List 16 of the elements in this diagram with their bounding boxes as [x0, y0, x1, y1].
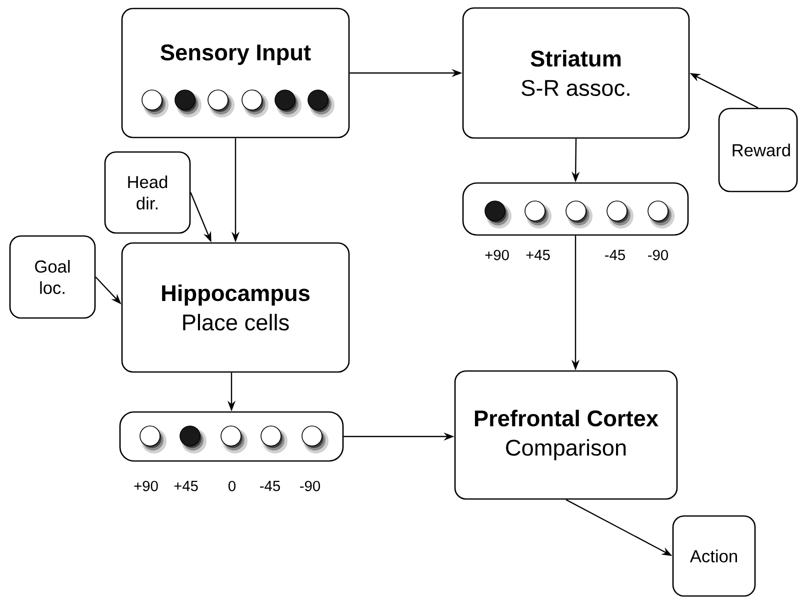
region-box: Hippocampus Place cells — [121, 242, 350, 373]
region-box: Striatum S-R assoc. — [462, 7, 690, 139]
input-box: Goal loc. — [9, 235, 96, 319]
angle-label: +45 — [526, 250, 550, 260]
angle-label: -45 — [260, 480, 280, 492]
angle-label: -45 — [605, 250, 625, 260]
input-box: Head dir. — [104, 151, 191, 234]
input-box: Action — [672, 515, 756, 597]
angle-label: 0 — [228, 480, 236, 492]
angle-label: +45 — [174, 480, 198, 492]
region-box: Prefrontal Cortex Comparison — [454, 370, 678, 500]
angle-label: -90 — [648, 250, 668, 260]
angle-label: +90 — [485, 250, 509, 260]
input-box: Reward — [718, 108, 798, 192]
angle-label: -90 — [300, 480, 320, 492]
angle-label: +90 — [134, 480, 158, 492]
